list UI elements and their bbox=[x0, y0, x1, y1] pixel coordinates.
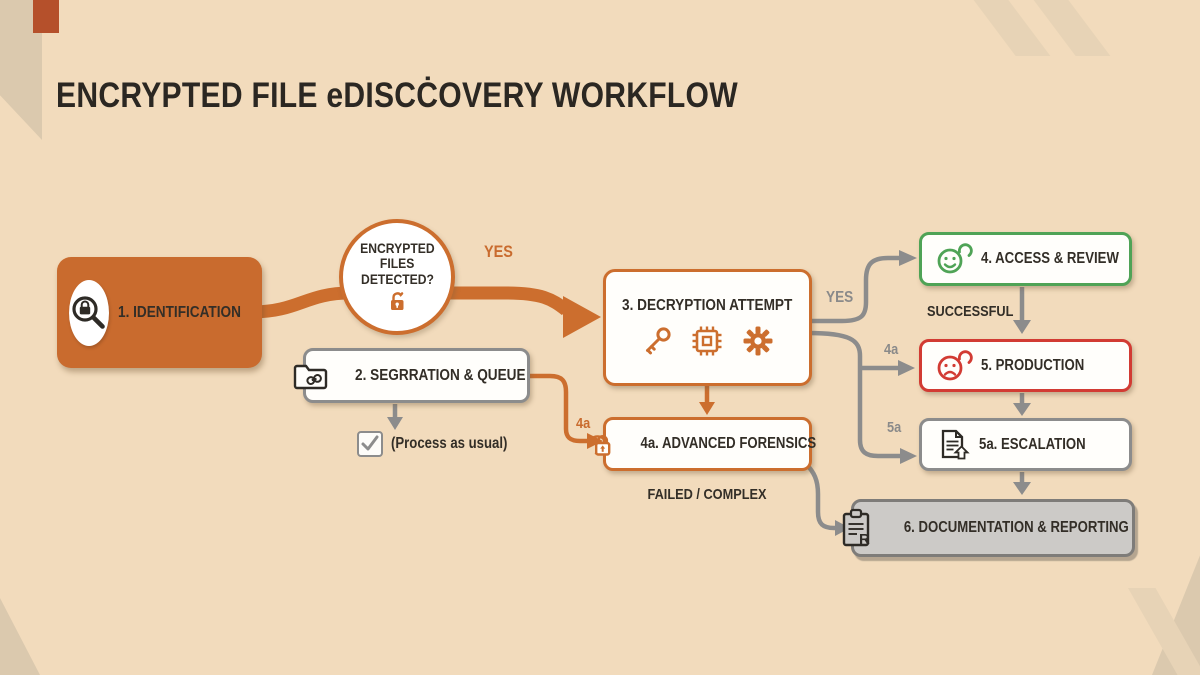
arrowhead-into-access bbox=[899, 250, 917, 266]
edge-label-yes-primary: YES bbox=[484, 242, 513, 261]
node-identification: 1. IDENTIFICATION bbox=[57, 257, 262, 368]
magnifier-lock-icon bbox=[69, 293, 109, 333]
forensics-label: 4a. ADVANCED FORENSICS bbox=[640, 435, 817, 452]
node-decryption-attempt: 3. DECRYPTION ATTEMPT bbox=[603, 269, 812, 386]
corner-square-top-left bbox=[33, 0, 59, 33]
chip-icon bbox=[690, 324, 724, 358]
arrowhead-segregation-process bbox=[387, 417, 403, 430]
arrowhead-into-forensics-top bbox=[699, 402, 715, 415]
connector-decryption-access bbox=[808, 255, 900, 324]
arrowhead-access-production bbox=[1013, 320, 1031, 334]
checkbox-icon bbox=[357, 431, 383, 457]
arrowhead-into-escalation bbox=[900, 448, 917, 464]
edge-label-4a-gray: 4a bbox=[884, 341, 899, 358]
clipboard-report-icon: R bbox=[838, 507, 874, 549]
lock-retry-icon bbox=[583, 429, 617, 459]
arrowhead-into-forensics-side bbox=[587, 433, 603, 449]
connector-decryption-escalation bbox=[807, 330, 901, 459]
identification-label: 1. IDENTIFICATION bbox=[118, 303, 241, 321]
gear-icon bbox=[741, 324, 775, 358]
decryption-label: 3. DECRYPTION ATTEMPT bbox=[622, 297, 793, 314]
production-label: 5. PRODUCTION bbox=[981, 356, 1085, 374]
page-title: ENCRYPTED FILE eDISCĊOVERY WORKFLOW bbox=[56, 76, 738, 115]
svg-text:R: R bbox=[859, 531, 870, 548]
failed-note: FAILED / COMPLEX bbox=[647, 486, 767, 503]
documentation-label: 6. DOCUMENTATION & REPORTING bbox=[903, 519, 1129, 536]
process-note: (Process as usual) bbox=[391, 435, 508, 452]
sad-unlock-icon bbox=[935, 349, 973, 383]
folder-link-icon bbox=[292, 361, 330, 391]
decision-line-3: DETECTED? bbox=[360, 271, 434, 287]
success-note: SUCCESSFUL bbox=[927, 303, 1014, 320]
arrowhead-production-escalation bbox=[1013, 403, 1031, 416]
node-escalation: 5a. ESCALATION bbox=[919, 418, 1132, 471]
decision-line-1: ENCRYPTED bbox=[359, 241, 435, 257]
node-access-review: 4. ACCESS & REVIEW bbox=[919, 232, 1132, 286]
edge-label-yes-gray: YES bbox=[826, 289, 854, 306]
escalation-label: 5a. ESCALATION bbox=[979, 435, 1086, 453]
arrowhead-escalation-documentation bbox=[1013, 482, 1031, 495]
access-label: 4. ACCESS & REVIEW bbox=[981, 250, 1119, 267]
document-up-icon bbox=[935, 427, 971, 463]
edge-label-5a-gray: 5a bbox=[887, 419, 902, 436]
arrowhead-into-decryption bbox=[563, 296, 601, 338]
node-advanced-forensics: 4a. ADVANCED FORENSICS bbox=[587, 417, 816, 471]
happy-unlock-icon bbox=[935, 242, 973, 276]
node-segregation-queue: 2. SEGRRATION & QUEUE bbox=[293, 348, 530, 403]
connector-forensics-documentation bbox=[804, 462, 836, 531]
edge-label-4a-orange: 4a bbox=[576, 415, 591, 432]
segregation-label: 2. SEGRRATION & QUEUE bbox=[355, 366, 526, 384]
identification-icon-bubble bbox=[69, 279, 109, 346]
node-documentation-reporting: R 6. DOCUMENTATION & REPORTING bbox=[842, 499, 1135, 557]
open-padlock-icon bbox=[385, 289, 409, 313]
node-production: 5. PRODUCTION bbox=[919, 339, 1132, 392]
decision-line-2: FILES bbox=[379, 256, 415, 272]
key-icon bbox=[641, 325, 673, 357]
arrowhead-into-production bbox=[898, 360, 915, 376]
connector-segregation-forensics bbox=[526, 373, 588, 444]
node-encrypted-files-decision: ENCRYPTED FILES DETECTED? bbox=[339, 219, 455, 335]
